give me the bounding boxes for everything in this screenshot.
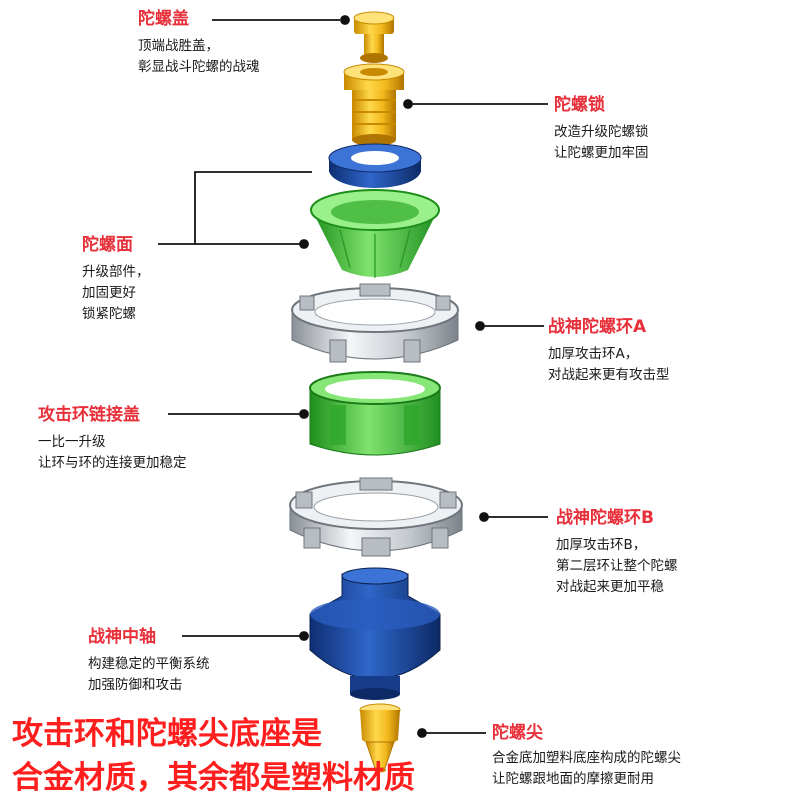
face-desc-line-3: 锁紧陀螺 xyxy=(82,306,136,322)
cap-leader-dot xyxy=(340,15,350,25)
banner-line-1: 攻击环和陀螺尖底座是 xyxy=(12,716,322,752)
link-cap-part xyxy=(309,371,441,456)
link-cap-desc-line-1: 一比一升级 xyxy=(38,434,106,450)
callout-face: 陀螺面 升级部件， 加固更好 锁紧陀螺 xyxy=(82,234,150,325)
face-title: 陀螺面 xyxy=(82,235,133,255)
ring-b-desc-line-1: 加厚攻击环B， xyxy=(556,537,647,553)
face-desc-line-2: 加固更好 xyxy=(82,285,136,301)
ring-a-part xyxy=(291,283,459,363)
link-cap-desc-line-2: 让环与环的连接更加稳定 xyxy=(38,455,187,471)
axis-desc-line-2: 加强防御和攻击 xyxy=(88,677,183,693)
ring-b-part xyxy=(289,477,463,557)
ring-a-desc-line-2: 对战起来更有攻击型 xyxy=(548,367,670,383)
callout-ring-b: 战神陀螺环B 加厚攻击环B， 第二层环让整个陀螺 对战起来更加平稳 xyxy=(556,507,678,598)
lock-desc-line-1: 改造升级陀螺锁 xyxy=(554,124,649,140)
lock-title: 陀螺锁 xyxy=(554,95,605,115)
callout-ring-a: 战神陀螺环A 加厚攻击环A， 对战起来更有攻击型 xyxy=(548,316,670,386)
banner-line-2: 合金材质，其余都是塑料材质 xyxy=(12,760,415,796)
top-cap-part xyxy=(353,11,395,63)
ring-a-desc-line-1: 加厚攻击环A， xyxy=(548,346,639,362)
ring-b-title: 战神陀螺环B xyxy=(556,508,654,528)
tip-desc-line-2: 让陀螺跟地面的摩擦更耐用 xyxy=(492,771,654,787)
blue-ring-part xyxy=(328,143,422,188)
callout-lock: 陀螺锁 改造升级陀螺锁 让陀螺更加牢固 xyxy=(554,94,649,164)
tip-leader-dot xyxy=(417,728,427,738)
callout-tip: 陀螺尖 合金底加塑料底座构成的陀螺尖 让陀螺跟地面的摩擦更耐用 xyxy=(492,722,681,790)
face-part xyxy=(310,189,440,278)
tip-part xyxy=(359,703,401,773)
ring-b-desc-line-2: 第二层环让整个陀螺 xyxy=(556,558,678,574)
ring-b-leader-dot xyxy=(479,512,489,522)
ring-a-title: 战神陀螺环A xyxy=(548,317,647,337)
face-leader-dot xyxy=(299,239,309,249)
lock-part xyxy=(343,63,405,146)
material-banner: 攻击环和陀螺尖底座是 合金材质，其余都是塑料材质 xyxy=(12,712,415,800)
ring-a-leader-dot xyxy=(475,321,485,331)
axis-desc-line-1: 构建稳定的平衡系统 xyxy=(88,656,210,672)
cap-desc-line-1: 顶端战胜盖， xyxy=(138,38,219,54)
tip-title: 陀螺尖 xyxy=(492,723,543,743)
link-cap-leader-dot xyxy=(299,409,309,419)
callout-axis: 战神中轴 构建稳定的平衡系统 加强防御和攻击 xyxy=(88,626,210,696)
lock-desc-line-2: 让陀螺更加牢固 xyxy=(554,145,649,161)
cap-title: 陀螺盖 xyxy=(138,9,189,29)
callout-cap: 陀螺盖 顶端战胜盖， 彰显战斗陀螺的战魂 xyxy=(138,8,260,78)
link-cap-title: 攻击环链接盖 xyxy=(38,405,140,425)
tip-desc-line-1: 合金底加塑料底座构成的陀螺尖 xyxy=(492,750,681,766)
callout-link-cap: 攻击环链接盖 一比一升级 让环与环的连接更加稳定 xyxy=(38,404,187,474)
axis-part xyxy=(309,567,441,700)
axis-title: 战神中轴 xyxy=(88,627,156,647)
axis-leader-dot xyxy=(299,631,309,641)
lock-leader-dot xyxy=(403,99,413,109)
face-desc-line-1: 升级部件， xyxy=(82,264,150,280)
ring-b-desc-line-3: 对战起来更加平稳 xyxy=(556,579,664,595)
cap-desc-line-2: 彰显战斗陀螺的战魂 xyxy=(138,59,260,75)
